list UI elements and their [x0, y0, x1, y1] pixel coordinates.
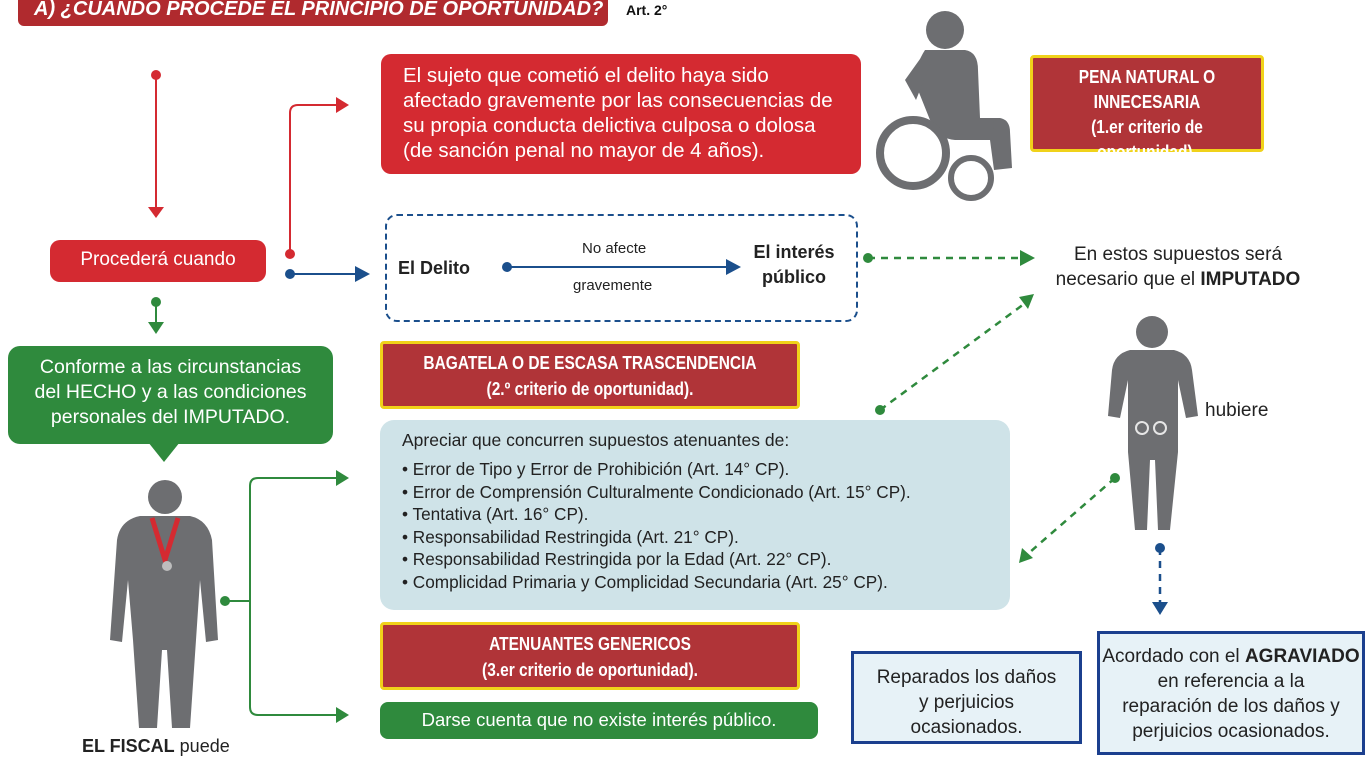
- atenuante-item: • Error de Tipo y Error de Prohibición (…: [402, 459, 790, 479]
- atenuantes-genericos-criterio: (3.er criterio de oportunidad).: [482, 660, 698, 680]
- atenuantes-genericos-title: ATENUANTES GENERICOS: [489, 634, 691, 654]
- fiscal-label: EL FISCAL puede: [82, 736, 230, 757]
- delito-dashed-box: [385, 214, 858, 322]
- afectado-box: El sujeto que cometió el delito haya sid…: [381, 54, 861, 174]
- atenuantes-genericos-tag: ATENUANTES GENERICOS (3.er criterio de o…: [380, 622, 800, 690]
- page-title: A) ¿CUÁNDO PROCEDE EL PRINCIPIO DE OPORT…: [18, 0, 608, 26]
- wheelchair-person-icon: [876, 11, 1012, 201]
- gravemente-label: gravemente: [573, 277, 653, 294]
- interes-line: público: [762, 267, 826, 287]
- acordado-line: reparación de los daños y: [1122, 696, 1340, 717]
- acordado-box: Acordado con el AGRAVIADO en referencia …: [1097, 631, 1365, 755]
- conforme-line: personales del IMPUTADO.: [50, 406, 291, 428]
- conforme-pointer: [148, 442, 180, 462]
- article-label: Art. 2°: [626, 2, 668, 18]
- afectado-line: afectado gravemente por las consecuencia…: [403, 89, 833, 112]
- blue-dashed-down: [1152, 543, 1168, 615]
- reparados-box: Reparados los daños y perjuicios ocasion…: [851, 651, 1082, 744]
- supuestos-text: En estos supuestos será necesario que el…: [1030, 242, 1326, 292]
- supuestos-line: En estos supuestos será: [1073, 244, 1283, 265]
- reparados-line: y perjuicios: [918, 692, 1015, 713]
- atenuante-item: • Complicidad Primaria y Complicidad Sec…: [402, 571, 888, 592]
- procedera-box: Procederá cuando: [50, 240, 266, 282]
- atenuante-item: • Responsabilidad Restringida por la Eda…: [402, 549, 832, 569]
- agraviado-keyword: AGRAVIADO: [1244, 646, 1360, 667]
- delito-label: El Delito: [398, 258, 471, 278]
- interes-publico-label: El interés público: [752, 240, 836, 290]
- pena-natural-line: PENA NATURAL O: [1078, 67, 1216, 87]
- acordado-line: Acordado con el AGRAVIADO: [1100, 644, 1362, 669]
- no-afecte-arrow: [502, 259, 741, 275]
- blue-connector-delito: [285, 266, 370, 282]
- conforme-line: Conforme a las circunstancias: [39, 356, 302, 378]
- fiscal-person-icon: [110, 480, 218, 728]
- acordado-prefix: Acordado con el: [1102, 646, 1245, 667]
- red-connector-top: [148, 70, 164, 218]
- supuestos-line: necesario que el IMPUTADO: [1030, 267, 1326, 292]
- fiscal-keyword: EL FISCAL: [82, 736, 175, 756]
- reparados-line: ocasionados.: [910, 717, 1023, 738]
- fiscal-rest: puede: [174, 736, 230, 756]
- conforme-line: del HECHO y a las condiciones: [34, 381, 307, 403]
- acordado-line: en referencia a la: [1157, 671, 1305, 692]
- reparados-line: Reparados los daños: [876, 667, 1057, 688]
- green-dashed-diagonal-up: [875, 294, 1034, 415]
- green-connector-conforme: [148, 297, 164, 334]
- darse-cuenta-box: Darse cuenta que no existe interés públi…: [380, 702, 818, 739]
- atenuante-item: • Error de Comprensión Culturalmente Con…: [402, 481, 911, 502]
- bagatela-title: BAGATELA O DE ESCASA TRASCENDENCIA: [423, 353, 757, 373]
- conforme-box: Conforme a las circunstancias del HECHO …: [8, 346, 333, 444]
- atenuante-item: • Tentativa (Art. 16° CP).: [402, 504, 589, 524]
- pena-natural-line: INNECESARIA: [1093, 92, 1201, 112]
- green-dashed-diagonal-down: [1019, 473, 1120, 563]
- atenuantes-box: Apreciar que concurren supuestos atenuan…: [380, 420, 1010, 610]
- handcuffed-person-icon: [1108, 316, 1198, 530]
- red-connector-afectado: [285, 97, 349, 259]
- bagatela-tag: BAGATELA O DE ESCASA TRASCENDENCIA (2.º …: [380, 341, 800, 409]
- hubiere-label: hubiere: [1205, 400, 1269, 421]
- no-afecte-label: No afecte: [582, 240, 647, 257]
- afectado-line: (de sanción penal no mayor de 4 años).: [403, 139, 765, 162]
- pena-natural-criterio: (1.er criterio de oportunidad).: [1091, 117, 1203, 162]
- atenuante-item: • Responsabilidad Restringida (Art. 21° …: [402, 526, 739, 547]
- green-dashed-supuestos: [863, 250, 1035, 266]
- pena-natural-tag: PENA NATURAL O INNECESARIA (1.er criteri…: [1030, 55, 1264, 162]
- page-title-text: A) ¿CUÁNDO PROCEDE EL PRINCIPIO DE OPORT…: [34, 0, 604, 20]
- afectado-line: su propia conducta delictiva culposa o d…: [403, 114, 816, 137]
- bagatela-criterio: (2.º criterio de oportunidad).: [486, 379, 694, 399]
- interes-line: El interés: [753, 242, 835, 262]
- atenuantes-intro: Apreciar que concurren supuestos atenuan…: [402, 430, 790, 450]
- acordado-line: perjuicios ocasionados.: [1132, 721, 1330, 742]
- afectado-line: El sujeto que cometió el delito haya sid…: [403, 64, 769, 87]
- green-bracket-fiscal: [220, 470, 349, 723]
- supuestos-prefix: necesario que el: [1055, 269, 1201, 290]
- imputado-keyword: IMPUTADO: [1200, 269, 1301, 290]
